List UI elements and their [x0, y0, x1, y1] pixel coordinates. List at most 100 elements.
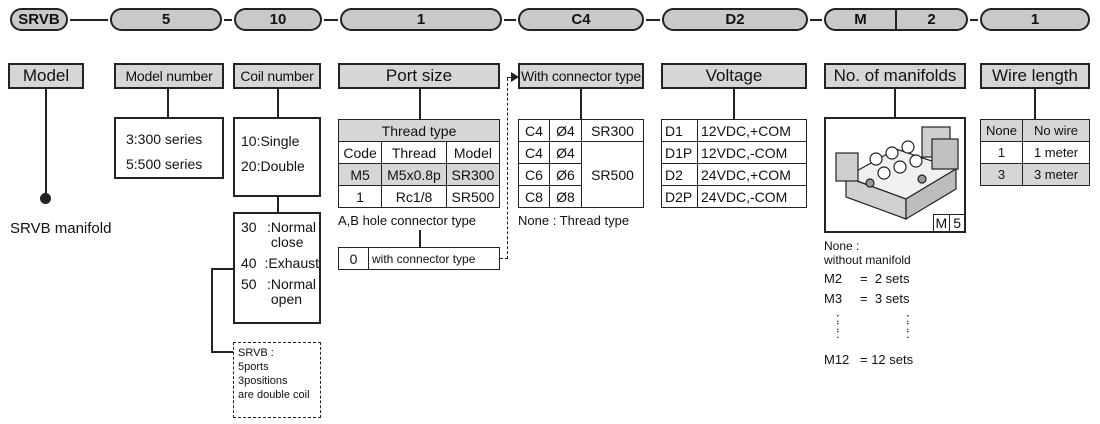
manifold-ellipsis-left: : : : — [836, 310, 840, 341]
bracket-vertical — [211, 268, 213, 352]
connector-row-4-code: C8 — [518, 185, 550, 208]
header-connector-type-text: With connector type — [521, 68, 641, 84]
manifold-none-line2: without manifold — [824, 253, 911, 267]
header-manifolds-text: No. of manifolds — [833, 66, 957, 85]
function-40: 40 : Exhaust — [241, 256, 319, 271]
dash-4 — [504, 19, 516, 21]
voltage-row-d1: D1 12VDC,+COM — [661, 119, 807, 142]
connector-note: None : Thread type — [518, 213, 630, 228]
thread-col-thread: Thread — [381, 141, 447, 164]
manifold-row-m2-value: = 2 sets — [860, 271, 910, 286]
header-coil-number-text: Coil number — [240, 68, 314, 84]
manifold-ellipsis-left-3: : — [836, 326, 840, 341]
header-port-size: Port size — [338, 63, 500, 89]
wire-line — [1034, 89, 1036, 119]
voltage-row-d1p: D1P 12VDC,-COM — [661, 141, 807, 164]
wire-row-1-value: 1 meter — [1022, 141, 1090, 164]
function-40-label: Exhaust — [268, 255, 319, 271]
wire-row-3-value: 3 meter — [1022, 163, 1090, 186]
dash-6 — [810, 19, 822, 21]
manifold-row-m3-code: M3 — [824, 291, 843, 306]
srvb-note-line-1: SRVB : — [238, 347, 274, 359]
connector-line — [580, 89, 582, 119]
code-manifolds: M 2 — [824, 8, 968, 31]
manifold-row-m12: M12 = 12 sets — [824, 352, 913, 367]
bracket-bottom — [211, 351, 233, 353]
dashed-link-horizontal — [500, 258, 508, 259]
code-wire-length-text: 1 — [1030, 11, 1040, 28]
wire-row-3-code: 3 — [980, 163, 1023, 186]
wire-row-3: 3 3 meter — [980, 163, 1090, 186]
bracket-top — [212, 268, 233, 270]
dashed-link-vertical — [507, 78, 508, 259]
dashed-link-top — [507, 77, 512, 78]
connector-caption-line — [419, 230, 421, 247]
manifold-none-line1: None : — [824, 239, 860, 253]
manifold-row-m12-code: M12 — [824, 352, 850, 367]
connector-row-2-dia: Ø4 — [549, 141, 582, 164]
voltage-row-d1p-code: D1P — [661, 141, 698, 164]
voltage-row-d1-value: 12VDC,+COM — [697, 119, 807, 142]
connector-code: 0 — [338, 247, 369, 270]
code-port-size-text: 1 — [416, 11, 426, 28]
srvb-note-line-4: are double coil — [238, 389, 310, 401]
coil-option-single: 10:Single — [241, 133, 300, 149]
header-model: Model — [8, 63, 84, 89]
code-manifold-num: 2 — [927, 11, 936, 28]
voltage-row-d2-code: D2 — [661, 163, 698, 186]
code-coil-number-text: 10 — [269, 11, 287, 28]
model-number-option-3: 3:300 series — [126, 131, 203, 147]
thread-header-row: Code Thread Model — [337, 141, 501, 164]
voltage-line — [733, 89, 735, 119]
wire-row-none-value: No wire — [1022, 119, 1090, 142]
function-30-code: 30 — [241, 219, 257, 235]
coil-panel: 10:Single 20:Double — [233, 117, 321, 197]
code-model-number-text: 5 — [161, 11, 171, 28]
thread-row-1-code: 1 — [337, 185, 383, 208]
thread-row-1: 1 Rc1/8 SR500 — [337, 185, 501, 208]
connector-row-3: C6 Ø6 — [518, 163, 644, 186]
header-model-text: Model — [22, 66, 70, 85]
function-50-sep: : — [267, 276, 271, 292]
code-voltage: D2 — [662, 8, 808, 31]
header-voltage: Voltage — [661, 63, 807, 89]
srvb-note-line-2: 5ports — [238, 361, 269, 373]
thread-row-1-model: SR500 — [445, 185, 501, 208]
dash-7 — [970, 19, 978, 21]
manifold-ellipsis-right-3: : — [906, 326, 910, 341]
manifold-tag-n: 5 — [953, 215, 961, 231]
manifold-row-m3: M3 = 3 sets — [824, 291, 910, 306]
manifold-tag-m: M — [934, 215, 951, 231]
connector-row-2: C4 Ø4 SR500 — [518, 141, 645, 208]
code-port-size: 1 — [340, 8, 502, 31]
manifold-none: None : without manifold — [824, 239, 911, 267]
connector-row-1: C4 Ø4 SR300 — [518, 119, 645, 142]
connector-row-3-code: C6 — [518, 163, 550, 186]
connector-code-label: with connector type — [368, 247, 500, 270]
header-model-number: Model number — [114, 63, 224, 89]
wire-row-1: 1 1 meter — [980, 141, 1090, 164]
voltage-row-d1p-value: 12VDC,-COM — [697, 141, 807, 164]
connector-table: C4 Ø4 SR300 C4 Ø4 SR500 C6 Ø6 C8 Ø8 — [518, 119, 645, 208]
manifold-image-tag: M 5 — [932, 214, 964, 231]
model-number-panel: 3:300 series 5:500 series — [114, 117, 224, 179]
function-40-code: 40 — [241, 255, 257, 271]
manifold-row-m3-value: = 3 sets — [860, 291, 910, 306]
manifold-ellipsis-left-1: : — [836, 310, 840, 325]
dash-5 — [646, 19, 660, 21]
manifold-line — [894, 89, 896, 117]
wire-row-1-code: 1 — [980, 141, 1023, 164]
voltage-row-d2-value: 24VDC,+COM — [697, 163, 807, 186]
dash-3 — [324, 19, 338, 21]
header-wire-length-text: Wire length — [992, 66, 1078, 85]
function-30-label2: close — [270, 234, 304, 250]
header-model-number-text: Model number — [125, 68, 213, 84]
header-connector-type: With connector type — [518, 63, 644, 89]
connector-row-1-code: C4 — [518, 119, 550, 142]
code-connector-type-text: C4 — [571, 11, 591, 28]
